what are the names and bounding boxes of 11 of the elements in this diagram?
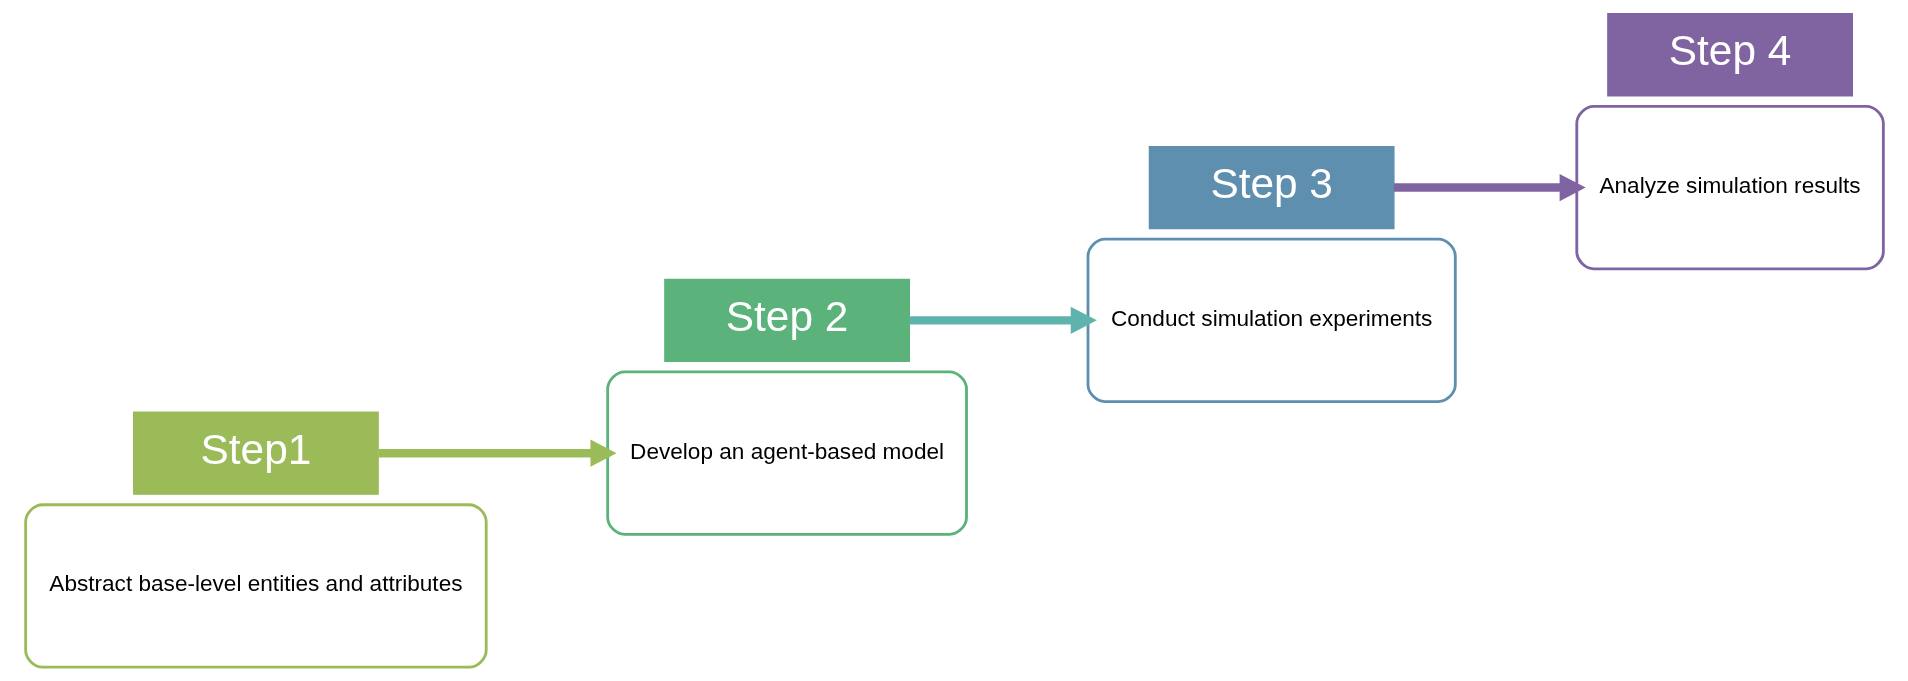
- arrow: [908, 306, 1097, 335]
- arrow: [378, 439, 616, 467]
- node-box: Step 3: [1148, 145, 1395, 230]
- arrow: [1393, 173, 1586, 202]
- node-box: Step 2: [663, 278, 910, 363]
- node-box: Conduct simulation experiments: [1086, 237, 1457, 403]
- node-box: Develop an agent-based model: [605, 370, 968, 536]
- node-box: Analyze simulation results: [1574, 104, 1885, 271]
- node-box: Abstract base-level entities and attributes: [23, 503, 488, 669]
- node-box: Step 4: [1606, 13, 1853, 97]
- node-box: Step1: [132, 411, 379, 495]
